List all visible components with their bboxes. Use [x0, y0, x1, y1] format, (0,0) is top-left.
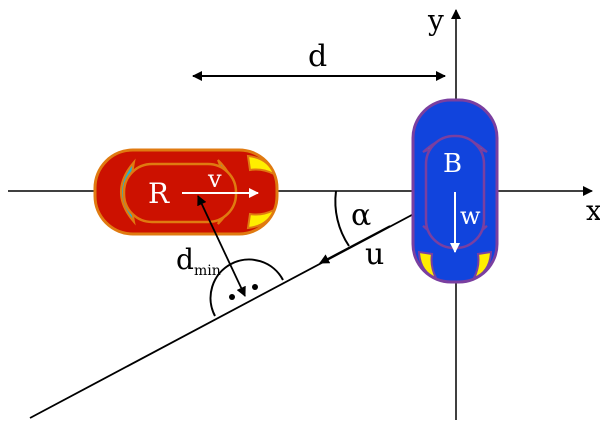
car-red-label: R	[148, 177, 170, 210]
angle-arc	[334, 190, 350, 247]
relative-velocity-label: u	[365, 237, 384, 272]
car-red-headlight-top	[246, 154, 276, 177]
right-angle-dots-icon	[209, 258, 284, 317]
car-red-headlight-bottom	[246, 207, 276, 230]
angle-label: α	[351, 198, 371, 233]
distance-label: d	[308, 39, 327, 74]
car-red: R v	[93, 148, 279, 236]
min-distance-label: dmin	[176, 243, 221, 279]
car-blue-headlight-left	[417, 250, 439, 280]
car-red-velocity-label: v	[207, 165, 222, 193]
relative-velocity-arrow	[319, 225, 391, 264]
min-distance-arrow	[197, 195, 246, 297]
y-axis-label: y	[427, 4, 444, 37]
car-blue: B w	[411, 98, 499, 284]
min-distance-subscript: min	[194, 263, 221, 279]
car-blue-headlight-right	[471, 250, 493, 280]
car-blue-label: B	[443, 149, 462, 179]
x-axis-label: x	[586, 194, 600, 227]
car-blue-velocity-label: w	[460, 202, 481, 230]
